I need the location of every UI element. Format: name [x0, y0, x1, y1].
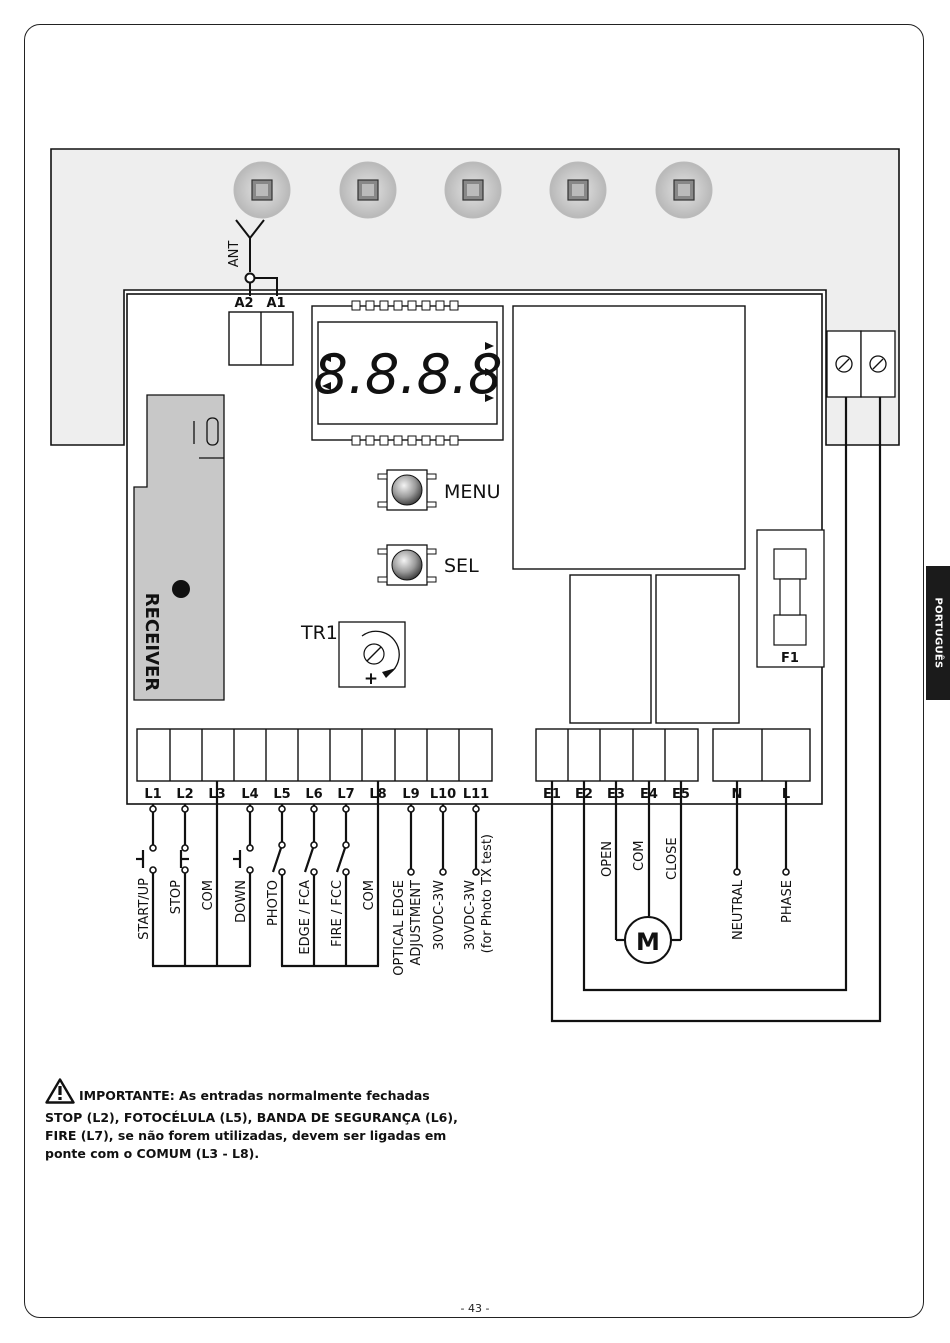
led-3	[444, 161, 502, 219]
motor-wiring	[550, 397, 882, 1023]
note-text: As entradas normalmente fechadas STOP (L…	[45, 1088, 458, 1161]
led-5	[655, 161, 713, 219]
display-digits: 8.8.8.8	[314, 343, 503, 406]
terminal-label-l7: L7	[337, 787, 354, 802]
label-com-l3: COM	[201, 880, 216, 911]
led-indicators	[233, 161, 713, 219]
led-1	[233, 161, 291, 219]
receiver-dot	[172, 580, 190, 598]
label-photo-tx-test: (for Photo TX test)	[480, 834, 495, 953]
label-start-up: START/UP	[137, 878, 152, 940]
terminal-label-l4: L4	[241, 787, 258, 802]
label-phase: PHASE	[780, 880, 795, 923]
svg-text:+: +	[364, 669, 378, 689]
fuse-label: F1	[781, 651, 799, 666]
label-com-motor: COM	[632, 840, 647, 871]
important-note: IMPORTANTE: As entradas normalmente fech…	[45, 1078, 465, 1163]
antenna-icon	[235, 219, 278, 296]
terminal-block-power	[712, 728, 811, 782]
label-com-l8: COM	[362, 880, 377, 911]
label-open: OPEN	[600, 841, 615, 877]
terminal-block-l	[136, 728, 493, 782]
relay-1	[569, 574, 652, 724]
label-down: DOWN	[234, 880, 249, 923]
housing	[50, 148, 900, 446]
label-30vdc-l10: 30VDC-3W	[432, 880, 447, 950]
trimmer-icon: +	[338, 621, 406, 689]
warning-icon	[45, 1078, 75, 1109]
language-tab: PORTUGUÊS	[926, 566, 950, 700]
terminal-label-l9: L9	[402, 787, 419, 802]
terminal-label-l11: L11	[463, 787, 489, 802]
terminal-label-l6: L6	[305, 787, 322, 802]
label-edge-fca: EDGE / FCA	[298, 880, 313, 955]
label-photo: PHOTO	[266, 880, 281, 926]
label-30vdc-l11: 30VDC-3W	[463, 880, 478, 950]
terminal-label-l10: L10	[430, 787, 456, 802]
fuse-icon	[756, 529, 825, 668]
note-lead: IMPORTANTE:	[79, 1088, 175, 1103]
receiver-module	[133, 394, 225, 701]
sel-label: SEL	[444, 555, 479, 577]
relay-2	[655, 574, 740, 724]
label-optical-edge: OPTICAL EDGE	[392, 880, 407, 976]
terminal-label-a2: A2	[234, 296, 253, 311]
terminal-label-a1: A1	[266, 296, 285, 311]
led-2	[339, 161, 397, 219]
sel-button	[377, 544, 437, 586]
label-adjustment: ADJUSTMENT	[409, 880, 424, 966]
mains-screw-terminals	[826, 330, 896, 398]
antenna-label: ANT	[227, 241, 242, 268]
terminal-label-l1: L1	[144, 787, 161, 802]
terminal-label-l2: L2	[176, 787, 193, 802]
page-number: - 43 -	[460, 1302, 490, 1315]
label-neutral: NEUTRAL	[731, 879, 746, 940]
motor-symbol: M	[636, 928, 660, 956]
trimmer-label: TR1	[300, 622, 338, 644]
terminal-label-l5: L5	[273, 787, 290, 802]
menu-button	[377, 469, 437, 511]
label-fire-fcc: FIRE / FCC	[330, 880, 345, 947]
terminal-block-e	[535, 728, 699, 782]
menu-label: MENU	[444, 481, 501, 503]
lcd-display: 8.8.8.8	[311, 300, 504, 446]
page-frame	[24, 24, 924, 1318]
motor-icon: M	[624, 916, 672, 964]
label-close: CLOSE	[665, 837, 680, 880]
receiver-label: RECEIVER	[141, 593, 162, 692]
label-stop: STOP	[169, 880, 184, 914]
led-4	[549, 161, 607, 219]
transformer-block	[512, 305, 746, 570]
